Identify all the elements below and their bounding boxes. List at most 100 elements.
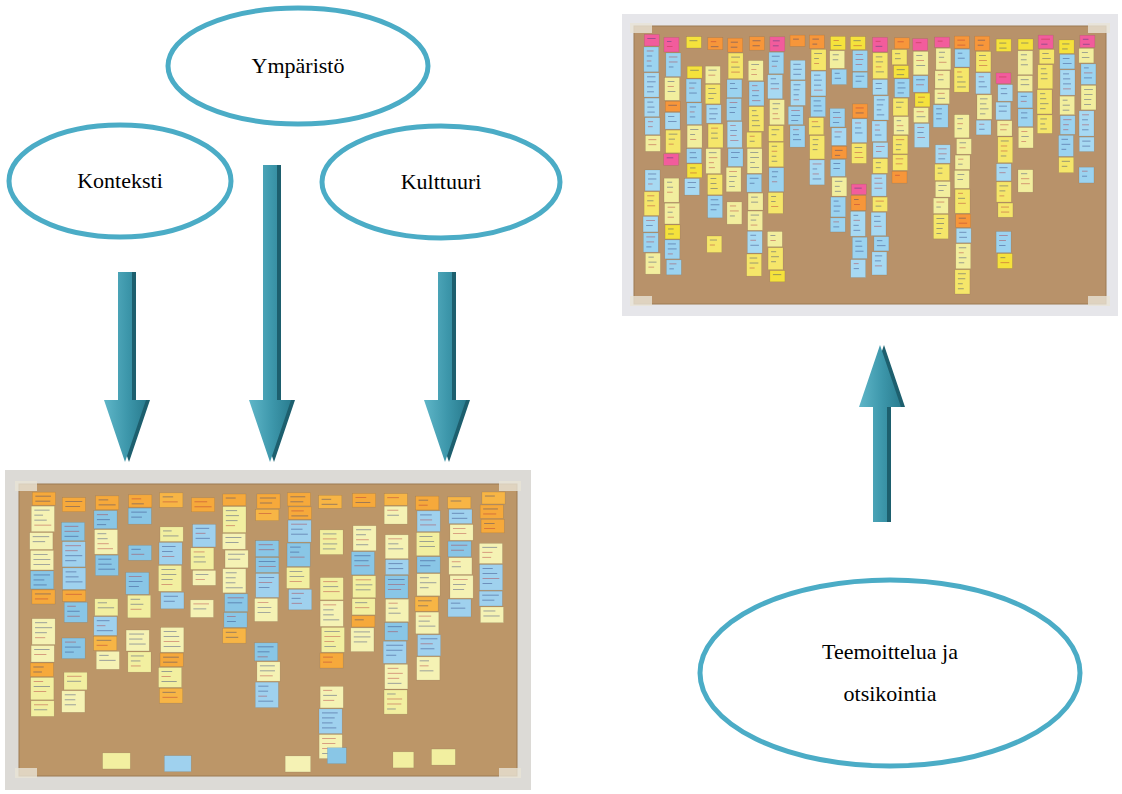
handwriting-scribble — [936, 207, 940, 208]
sticky-note — [998, 85, 1013, 102]
handwriting-scribble — [916, 42, 922, 43]
handwriting-scribble — [196, 533, 206, 534]
handwriting-scribble — [259, 544, 273, 545]
handwriting-scribble — [771, 88, 779, 89]
sticky-note — [913, 76, 928, 92]
handwriting-scribble — [483, 573, 498, 574]
handwriting-scribble — [322, 712, 338, 713]
handwriting-scribble — [322, 743, 335, 744]
handwriting-scribble — [1063, 105, 1070, 106]
sticky-note — [94, 617, 117, 636]
sticky-note — [1081, 85, 1096, 109]
handwriting-scribble — [1063, 100, 1068, 101]
sticky-note — [665, 78, 680, 101]
handwriting-scribble — [772, 129, 780, 130]
handwriting-scribble — [813, 173, 819, 174]
sticky-note — [687, 103, 702, 125]
handwriting-scribble — [228, 597, 244, 598]
handwriting-scribble — [750, 263, 759, 264]
handwriting-scribble — [67, 676, 82, 677]
sticky-note — [954, 68, 969, 92]
handwriting-scribble — [1082, 119, 1088, 120]
sticky-note — [976, 51, 991, 71]
handwriting-scribble — [292, 593, 304, 594]
handwriting-scribble — [258, 696, 267, 697]
sticky-note — [645, 170, 660, 191]
handwriting-scribble — [196, 538, 210, 539]
sticky-note — [728, 149, 743, 167]
handwriting-scribble — [999, 167, 1007, 168]
sticky-note — [31, 646, 54, 662]
handwriting-scribble — [999, 172, 1005, 173]
sticky-note — [708, 38, 723, 50]
handwriting-scribble — [833, 221, 839, 222]
sticky-note — [748, 193, 763, 210]
handwriting-scribble — [750, 141, 755, 142]
handwriting-scribble — [323, 609, 333, 610]
handwriting-scribble — [708, 98, 713, 99]
sticky-note — [747, 254, 762, 276]
handwriting-scribble — [752, 110, 757, 111]
handwriting-scribble — [834, 211, 840, 212]
sticky-note — [788, 106, 803, 124]
sticky-note — [687, 66, 702, 78]
handwriting-scribble — [729, 171, 737, 172]
handwriting-scribble — [66, 581, 83, 582]
sticky-note — [809, 118, 824, 135]
handwriting-scribble — [194, 556, 205, 557]
handwriting-scribble — [752, 120, 759, 121]
tape — [630, 23, 652, 33]
handwriting-scribble — [388, 543, 398, 544]
sticky-note — [128, 545, 151, 560]
handwriting-scribble — [772, 176, 777, 177]
handwriting-scribble — [877, 245, 886, 246]
handwriting-scribble — [258, 612, 271, 613]
ellipse-shape — [168, 8, 428, 124]
handwriting-scribble — [1021, 112, 1027, 113]
arrow-body — [104, 272, 146, 462]
handwriting-scribble — [453, 528, 466, 529]
handwriting-scribble — [324, 646, 335, 647]
handwriting-scribble — [979, 55, 986, 56]
tape — [1088, 23, 1110, 33]
handwriting-scribble — [324, 641, 334, 642]
sticky-note — [287, 543, 310, 566]
sticky-note — [128, 508, 151, 524]
handwriting-scribble — [877, 109, 882, 110]
handwriting-scribble — [876, 167, 881, 168]
handwriting-scribble — [323, 614, 334, 615]
handwriting-scribble — [452, 518, 467, 519]
handwriting-scribble — [258, 651, 270, 652]
photo-board — [5, 470, 531, 790]
sticky-note — [645, 253, 660, 274]
handwriting-scribble — [669, 268, 673, 269]
handwriting-scribble — [773, 108, 779, 109]
sticky-note — [256, 573, 279, 597]
handwriting-scribble — [689, 83, 696, 84]
handwriting-scribble — [772, 151, 777, 152]
sticky-note — [790, 60, 805, 79]
handwriting-scribble — [772, 56, 780, 57]
handwriting-scribble — [34, 686, 50, 687]
sticky-note — [351, 552, 374, 575]
sticky-note — [644, 192, 659, 216]
handwriting-scribble — [161, 569, 175, 570]
sticky-note — [666, 260, 681, 275]
sticky-note — [747, 231, 762, 253]
handwriting-scribble — [226, 510, 237, 511]
sticky-note — [996, 164, 1011, 181]
handwriting-scribble — [752, 115, 758, 116]
sticky-note — [996, 232, 1011, 253]
handwriting-scribble — [729, 176, 737, 177]
sticky-note — [997, 254, 1012, 269]
handwriting-scribble — [854, 263, 859, 264]
handwriting-scribble — [324, 631, 339, 632]
sticky-note — [30, 533, 53, 550]
sticky-note — [225, 594, 248, 612]
handwriting-scribble — [750, 152, 758, 153]
sticky-note — [998, 203, 1013, 217]
handwriting-scribble — [290, 501, 303, 502]
handwriting-scribble — [647, 102, 653, 103]
sticky-note — [769, 126, 784, 142]
handwriting-scribble — [260, 665, 275, 666]
